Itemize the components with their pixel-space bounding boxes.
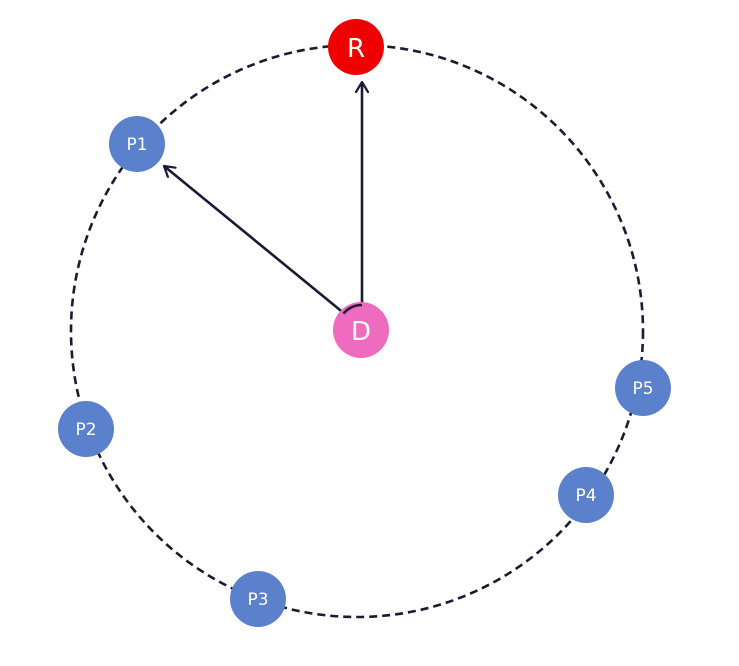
node-p1-label: P1: [126, 135, 147, 155]
node-p4-label: P4: [575, 486, 596, 506]
node-r-circle: [328, 19, 384, 75]
node-p2-circle: [58, 401, 114, 457]
node-p2-label: P2: [75, 420, 96, 440]
node-p3: P3: [230, 571, 286, 627]
node-d: D: [333, 302, 389, 358]
angle-arc: [342, 303, 363, 315]
node-p1: P1: [109, 116, 165, 172]
node-p2: P2: [58, 401, 114, 457]
node-r-label: R: [347, 34, 365, 64]
node-p3-label: P3: [247, 590, 268, 610]
arrow-d-to-p1: [164, 166, 363, 330]
orbit-ring: [69, 43, 645, 619]
node-p5-circle: [615, 360, 671, 416]
node-p3-circle: [230, 571, 286, 627]
node-p4-circle: [558, 467, 614, 523]
node-r: R: [328, 19, 384, 75]
node-d-circle: [333, 302, 389, 358]
node-p4: P4: [558, 467, 614, 523]
node-p5-label: P5: [632, 379, 653, 399]
node-p5: P5: [615, 360, 671, 416]
node-d-label: D: [351, 317, 371, 347]
node-p1-circle: [109, 116, 165, 172]
